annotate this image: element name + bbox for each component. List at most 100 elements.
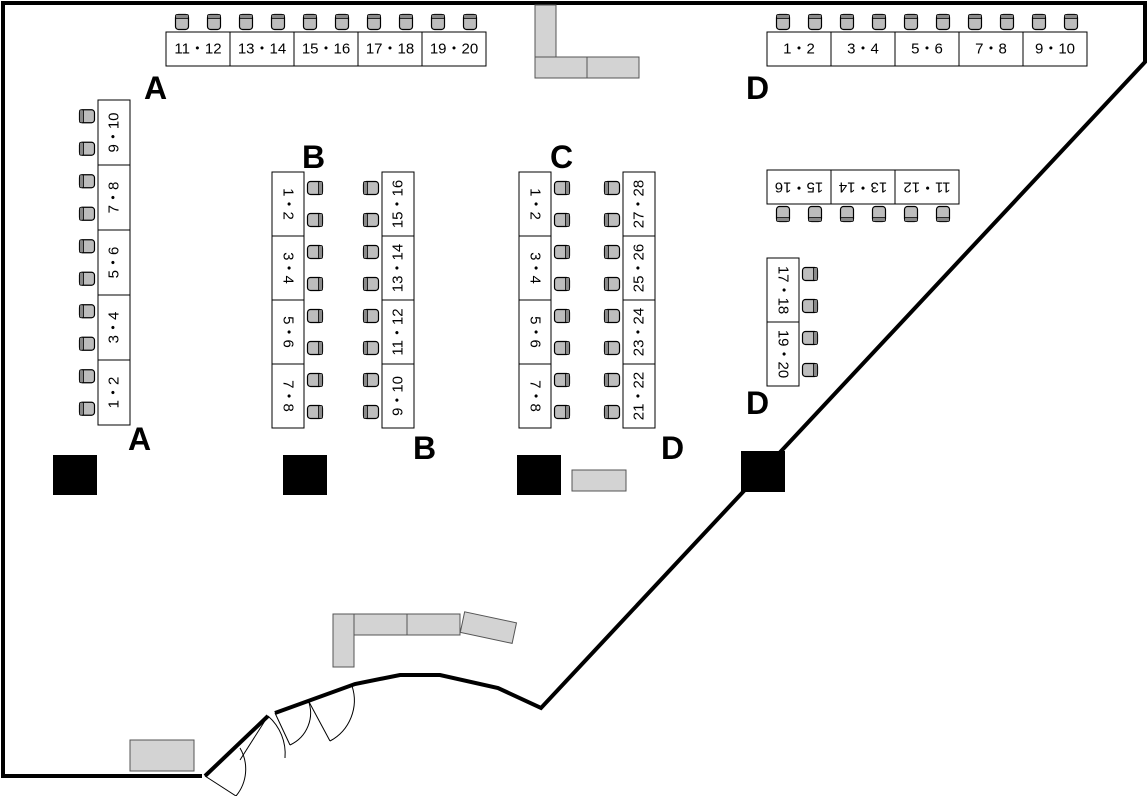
table-number-label: 3・4 <box>847 41 879 58</box>
table-number-label: 3・4 <box>527 252 544 284</box>
chair <box>903 205 919 223</box>
table: 3・4 <box>830 13 896 67</box>
chair <box>306 404 324 420</box>
table: 11・12 <box>894 169 960 223</box>
table-top <box>1022 31 1088 67</box>
chair <box>206 13 222 31</box>
chair <box>603 276 621 292</box>
table: 13・14 <box>229 13 295 67</box>
table: 5・6 <box>518 299 571 365</box>
chair <box>807 13 823 31</box>
door-frame <box>307 685 353 701</box>
table-number-label: 7・8 <box>280 380 297 412</box>
chair <box>839 13 855 31</box>
pillar <box>517 455 561 495</box>
counter <box>586 56 640 79</box>
table-number-label: 11・12 <box>903 179 950 196</box>
chair <box>775 13 791 31</box>
chair <box>334 13 350 31</box>
chair <box>362 340 380 356</box>
chair <box>398 13 414 31</box>
chair <box>603 212 621 228</box>
entrance-doors <box>203 685 355 796</box>
chair <box>553 340 571 356</box>
chair <box>999 13 1015 31</box>
chair <box>270 13 286 31</box>
chair <box>801 298 819 314</box>
table-top <box>97 164 131 231</box>
table: 17・18 <box>766 257 819 323</box>
chair <box>807 205 823 223</box>
zone-letter-d: D <box>661 430 684 466</box>
chair <box>462 13 478 31</box>
chair <box>78 336 96 351</box>
counter <box>534 56 588 79</box>
chair <box>603 308 621 324</box>
table-group-a-left: 9・107・85・63・41・2 <box>78 99 131 426</box>
table-number-label: 19・20 <box>430 41 478 58</box>
table-number-label: 7・8 <box>975 41 1007 58</box>
table-top <box>518 299 552 365</box>
table: 1・2 <box>518 171 571 237</box>
table: 5・6 <box>894 13 960 67</box>
table-top <box>894 169 960 205</box>
zone-letter-a: A <box>128 421 151 457</box>
table-number-label: 5・6 <box>527 316 544 348</box>
table-number-label: 1・2 <box>527 188 544 220</box>
table-number-label: 3・4 <box>280 252 297 284</box>
door-swing <box>235 747 247 796</box>
chair <box>553 404 571 420</box>
chair <box>306 180 324 196</box>
table: 19・20 <box>766 321 819 387</box>
chair <box>78 239 96 254</box>
door-leaf <box>239 715 269 761</box>
chair <box>306 340 324 356</box>
chair <box>78 271 96 286</box>
table-group-c-left: 1・23・45・67・8 <box>518 171 571 429</box>
table-number-label: 9・10 <box>106 112 123 152</box>
chair <box>306 212 324 228</box>
counter <box>459 611 518 644</box>
chair <box>603 340 621 356</box>
table-number-label: 19・20 <box>775 330 792 378</box>
table: 13・14 <box>362 235 415 301</box>
counter <box>571 469 627 492</box>
counter <box>353 613 408 636</box>
chair <box>603 372 621 388</box>
door-leaf <box>274 712 291 746</box>
chair <box>366 13 382 31</box>
chair <box>362 276 380 292</box>
table-number-label: 5・6 <box>911 41 943 58</box>
chair <box>362 372 380 388</box>
table: 1・2 <box>766 13 832 67</box>
chair <box>430 13 446 31</box>
table-top <box>271 363 305 429</box>
table: 5・6 <box>78 229 131 296</box>
table-top <box>622 299 656 365</box>
table: 15・16 <box>362 171 415 237</box>
chair <box>553 212 571 228</box>
table-top <box>381 171 415 237</box>
door-swing <box>289 699 312 746</box>
table-group-d-vert: 17・18 19・20 <box>766 257 819 387</box>
table: 1・2 <box>78 359 131 426</box>
table-top <box>766 321 800 387</box>
chair <box>78 206 96 221</box>
table: 3・4 <box>78 294 131 361</box>
table-number-label: 15・16 <box>390 180 407 228</box>
table: 15・16 <box>293 13 359 67</box>
chair <box>553 180 571 196</box>
door-swing <box>267 715 286 759</box>
table: 5・6 <box>271 299 324 365</box>
table: 15・16 <box>766 169 832 223</box>
chair <box>935 13 951 31</box>
table-number-label: 5・6 <box>280 316 297 348</box>
chair <box>306 244 324 260</box>
chair <box>78 304 96 319</box>
table-top <box>165 31 231 67</box>
pillar <box>53 455 97 495</box>
